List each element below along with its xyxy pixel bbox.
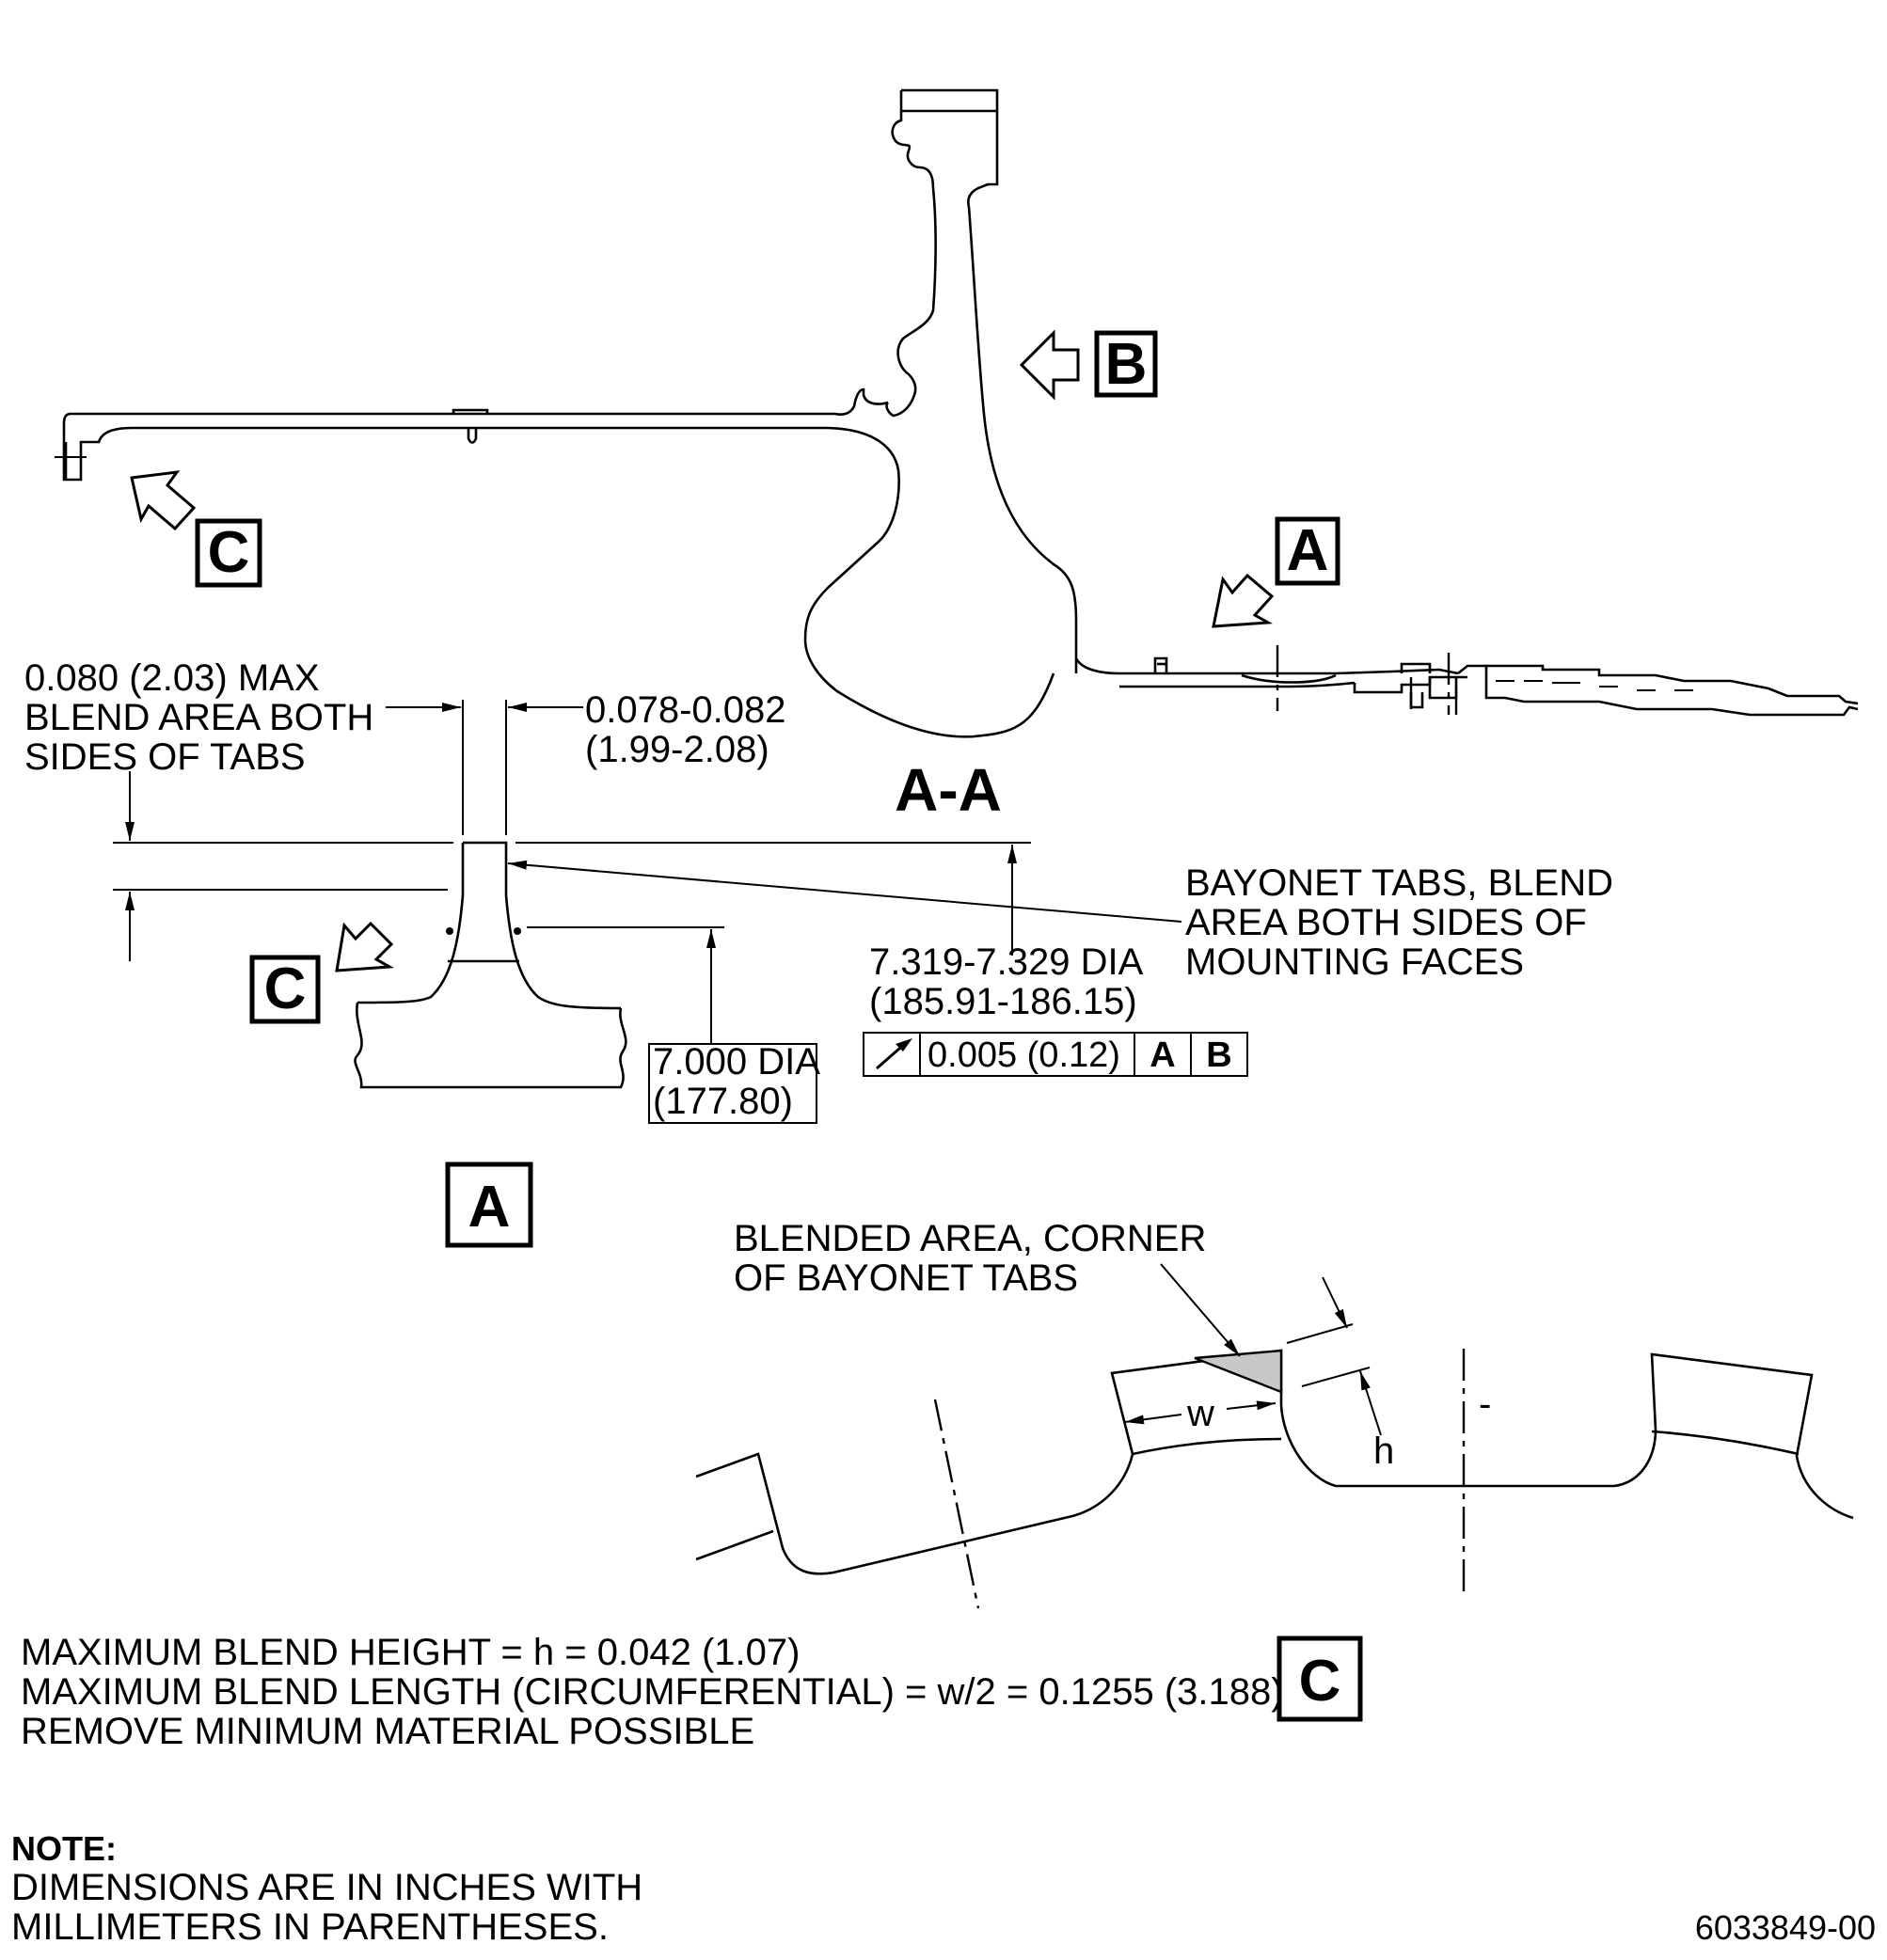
blended-area-callout: BLENDED AREA, CORNER OF BAYONET TABS (734, 1218, 1206, 1299)
view-label-c-box: C (195, 518, 262, 588)
w-label: w (1186, 1393, 1214, 1434)
svg-text:DIMENSIONS ARE IN INCHES WITH: DIMENSIONS ARE IN INCHES WITH (11, 1867, 642, 1908)
svg-text:REMOVE MINIMUM MATERIAL POSSIB: REMOVE MINIMUM MATERIAL POSSIBLE (21, 1711, 754, 1752)
svg-text:0.078-0.082: 0.078-0.082 (585, 689, 786, 731)
view-label-b-box: B (1094, 330, 1158, 398)
svg-text:A: A (468, 1175, 511, 1240)
svg-text:(1.99-2.08): (1.99-2.08) (585, 729, 769, 770)
svg-text:BLEND AREA BOTH: BLEND AREA BOTH (24, 697, 373, 738)
svg-text:(177.80): (177.80) (653, 1081, 793, 1122)
view-label-a: A (1287, 518, 1329, 583)
detail-c-arrow-label: C (249, 955, 321, 1024)
svg-text:7.000 DIA: 7.000 DIA (653, 1041, 820, 1083)
svg-text:MOUNTING FACES: MOUNTING FACES (1185, 941, 1524, 983)
view-arrow-a (1212, 573, 1275, 628)
view-label-c: C (208, 520, 250, 585)
detail-c-profile (695, 1349, 1854, 1575)
note-heading: NOTE: (11, 1829, 117, 1868)
runout-arrow-icon (876, 1038, 912, 1070)
svg-text:C: C (1299, 1649, 1341, 1714)
basic-diameter-dimension: 7.000 DIA (177.80) (648, 1041, 820, 1124)
view-arrow-c-top (130, 470, 197, 531)
view-label-b: B (1105, 332, 1148, 397)
svg-text:0.080 (2.03) MAX: 0.080 (2.03) MAX (24, 657, 320, 699)
view-arrow-b (1019, 329, 1080, 401)
section-title: A-A (895, 756, 1002, 824)
figure-id: 6033849-00 (1695, 1908, 1876, 1947)
dash-label: - (1479, 1383, 1491, 1425)
blend-limits: MAXIMUM BLEND HEIGHT = h = 0.042 (1.07) … (21, 1632, 1284, 1752)
detail-a-label: A (445, 1162, 533, 1248)
blended-area (1194, 1349, 1283, 1394)
svg-text:(185.91-186.15): (185.91-186.15) (869, 981, 1137, 1022)
fcf-tolerance: 0.005 (0.12) (928, 1035, 1120, 1075)
view-label-a-box: A (1275, 516, 1340, 586)
h-label: h (1373, 1430, 1394, 1472)
fcf-datum-a: A (1150, 1035, 1175, 1075)
detail-c-label: C (1276, 1636, 1363, 1722)
fcf-datum-b: B (1206, 1035, 1231, 1075)
svg-text:MAXIMUM BLEND LENGTH (CIRCUMFE: MAXIMUM BLEND LENGTH (CIRCUMFERENTIAL) =… (21, 1671, 1284, 1713)
svg-text:BAYONET TABS, BLEND: BAYONET TABS, BLEND (1185, 862, 1613, 904)
feature-control-frame: 0.005 (0.12) A B (863, 1032, 1248, 1077)
centerline (933, 1399, 980, 1609)
view-arrow-c-detail (335, 921, 395, 972)
svg-text:SIDES OF TABS: SIDES OF TABS (24, 736, 306, 778)
svg-text:BLENDED AREA, CORNER: BLENDED AREA, CORNER (734, 1218, 1206, 1259)
svg-text:MAXIMUM BLEND HEIGHT = h = 0.0: MAXIMUM BLEND HEIGHT = h = 0.042 (1.07) (21, 1632, 800, 1673)
svg-text:OF BAYONET TABS: OF BAYONET TABS (734, 1257, 1078, 1299)
svg-text:7.319-7.329 DIA: 7.319-7.329 DIA (869, 941, 1144, 983)
bayonet-tabs-note: BAYONET TABS, BLEND AREA BOTH SIDES OF M… (1185, 862, 1613, 983)
svg-text:MILLIMETERS IN PARENTHESES.: MILLIMETERS IN PARENTHESES. (11, 1906, 609, 1948)
tab-width-dimension: 0.078-0.082 (1.99-2.08) (585, 689, 786, 770)
svg-text:C: C (264, 956, 307, 1021)
part-cross-section (55, 88, 1859, 738)
general-note: NOTE: DIMENSIONS ARE IN INCHES WITH MILL… (11, 1829, 642, 1948)
max-blend-note: 0.080 (2.03) MAX BLEND AREA BOTH SIDES O… (24, 657, 373, 778)
detail-a-profile (354, 841, 627, 1089)
svg-text:AREA BOTH SIDES OF: AREA BOTH SIDES OF (1185, 902, 1587, 943)
outer-diameter-dimension: 7.319-7.329 DIA (185.91-186.15) (869, 941, 1144, 1022)
